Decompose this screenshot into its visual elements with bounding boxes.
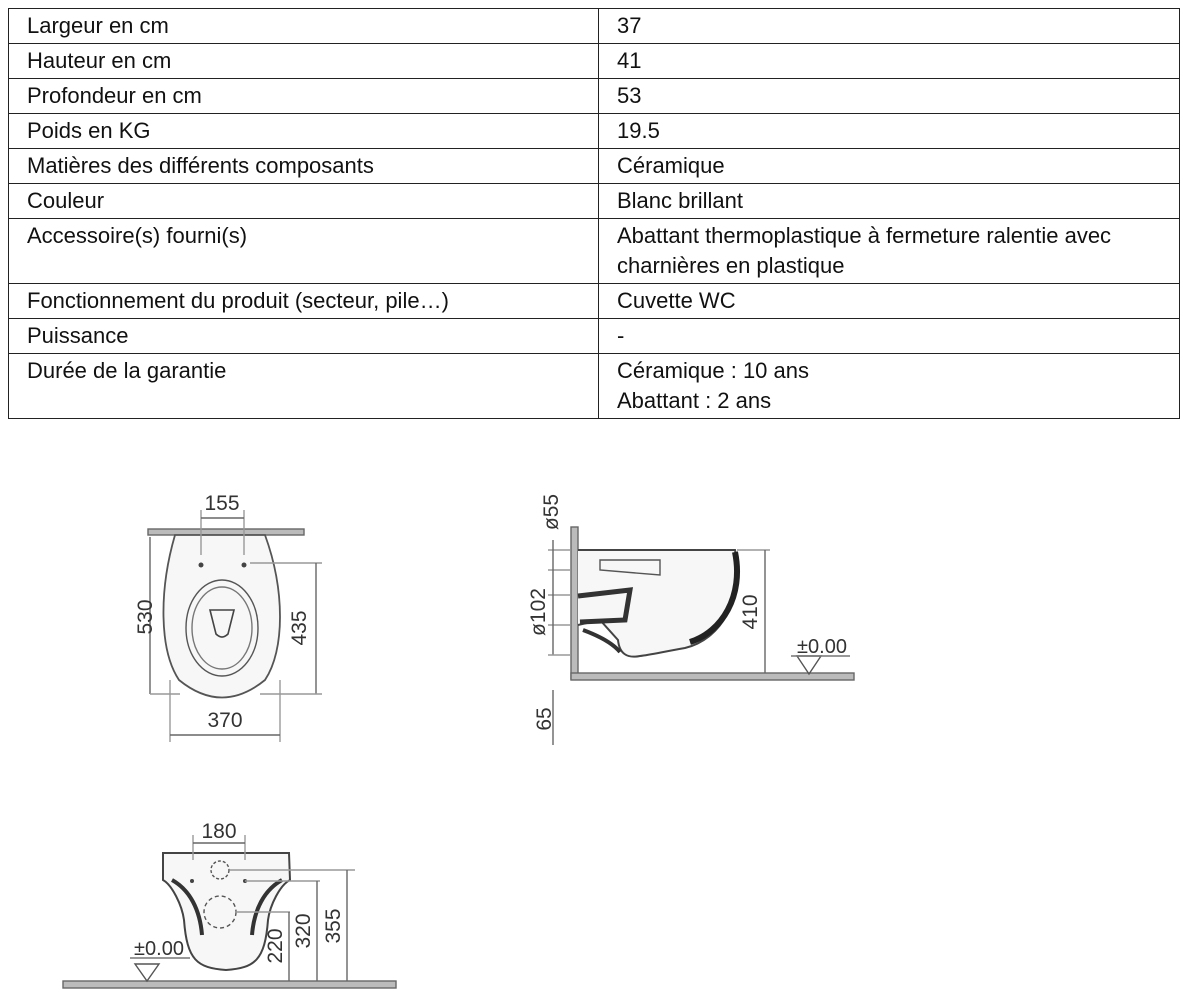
spec-label: Largeur en cm xyxy=(8,8,599,44)
dim-outlet-height-side: 65 xyxy=(533,707,556,730)
spec-label: Hauteur en cm xyxy=(8,43,599,79)
dim-hole-to-front-top: 435 xyxy=(288,610,311,645)
spec-value: Céramique xyxy=(598,148,1180,184)
dim-hole-height-back: 320 xyxy=(292,913,315,948)
dim-outlet-height-back: 220 xyxy=(264,928,287,963)
dim-inlet-diameter-side: ø102 xyxy=(527,588,550,636)
dim-depth-top: 530 xyxy=(134,599,157,634)
floor-level-side: ±0.00 xyxy=(797,636,847,658)
dim-height-side: 410 xyxy=(739,594,762,629)
back-view-drawing xyxy=(62,835,397,989)
side-view-drawing xyxy=(548,526,855,745)
dim-hole-spacing-back: 180 xyxy=(201,820,236,843)
spec-row: Accessoire(s) fourni(s)Abattant thermopl… xyxy=(8,218,1180,284)
spec-label: Durée de la garantie xyxy=(8,353,599,419)
spec-value: 53 xyxy=(598,78,1180,114)
dim-top-height-back: 355 xyxy=(322,908,345,943)
top-view-drawing xyxy=(147,510,322,742)
spec-value: Abattant thermoplastique à fermeture ral… xyxy=(598,218,1180,284)
floor-level-back: ±0.00 xyxy=(134,938,184,960)
spec-value: 37 xyxy=(598,8,1180,44)
spec-label: Puissance xyxy=(8,318,599,354)
spec-value: Cuvette WC xyxy=(598,283,1180,319)
dim-width-top: 370 xyxy=(207,709,242,732)
spec-row: Puissance- xyxy=(8,318,1180,354)
spec-label: Couleur xyxy=(8,183,599,219)
dim-hole-spacing-top: 155 xyxy=(204,492,239,515)
dim-inlet-small-side: ø55 xyxy=(540,494,563,530)
spec-value: Blanc brillant xyxy=(598,183,1180,219)
spec-value: Céramique : 10 ans Abattant : 2 ans xyxy=(598,353,1180,419)
